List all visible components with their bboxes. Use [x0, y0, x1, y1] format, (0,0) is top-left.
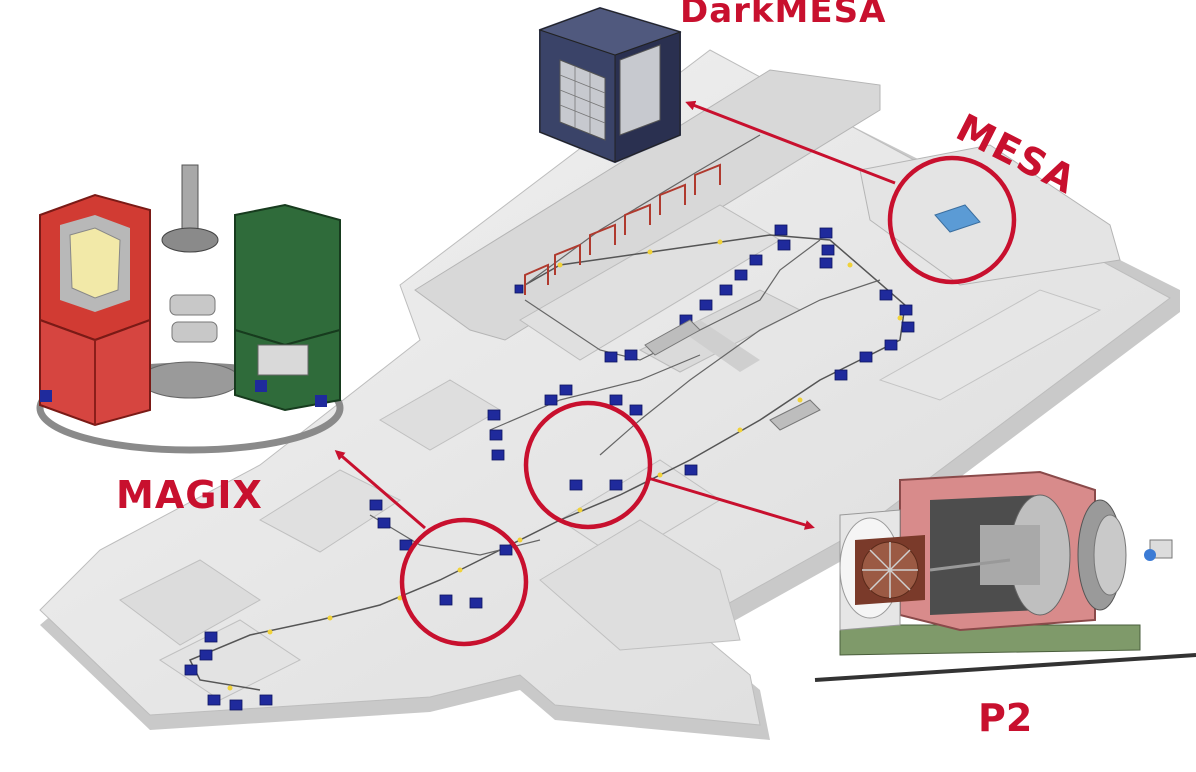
magix-label: MAGIX	[116, 473, 263, 517]
p2-label: P2	[978, 696, 1033, 740]
arrow-to-p2	[647, 476, 815, 530]
magix-location-highlight-circle	[399, 517, 529, 647]
accelerator-beamline	[184, 134, 981, 711]
mesa-highlight-circle	[887, 155, 1017, 285]
arrow-to-magix	[334, 450, 426, 530]
magix-spectrometer-icon	[36, 164, 344, 454]
p2-detector-icon	[814, 470, 1196, 682]
arrow-to-darkmesa	[685, 100, 896, 185]
darkmesa-detector-icon	[538, 6, 682, 164]
p2-location-highlight-circle	[523, 400, 653, 530]
darkmesa-label: DarkMESA	[680, 0, 887, 31]
